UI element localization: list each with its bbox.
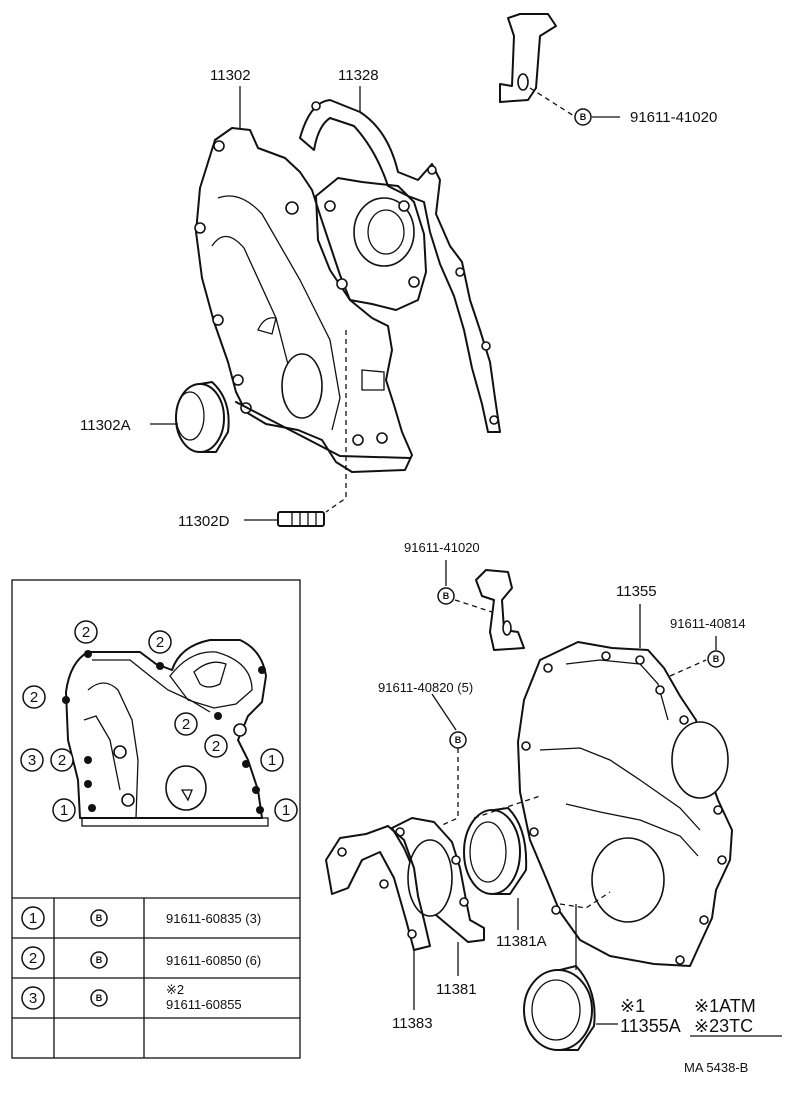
svg-text:91611-60835 (3): 91611-60835 (3) [166,911,261,926]
inset-callout-1b: 1 [52,798,76,822]
inset-frame [11,579,301,1059]
bracket-mid[interactable] [475,569,525,651]
svg-text:1: 1 [60,802,68,819]
oil-seal-11355A[interactable] [523,965,596,1051]
inset-callout-1a: 1 [260,748,284,772]
gasket-11383[interactable] [325,825,431,951]
label-11355A: 11355A [620,1016,681,1036]
label-11302: 11302 [210,67,251,84]
label-note-atm: ※1ATM [694,996,756,1016]
label-11355: 11355 [616,583,657,600]
inset-callout-2c: 2 [22,685,46,709]
svg-text:B: B [455,735,462,745]
inset-callout-2d: 2 [174,712,198,736]
pump-housing [315,177,427,311]
svg-text:2: 2 [29,950,37,967]
inset-callout-3: 3 [20,748,44,772]
label-11302A: 11302A [80,417,131,434]
label-ref-code: MA 5438-B [684,1060,748,1075]
svg-text:2: 2 [58,752,66,769]
svg-text:3: 3 [28,752,36,769]
svg-text:2: 2 [30,689,38,706]
svg-text:B: B [580,112,587,122]
bolt-table-row-3: 3 B ※2 91611-60855 [21,982,242,1012]
label-bolt-mid: 91611-41020 [404,540,480,555]
svg-text:1: 1 [29,910,37,927]
svg-text:※2: ※2 [166,982,184,997]
label-bolt-40814: 91611-40814 [670,616,746,631]
label-11383: 11383 [392,1015,433,1032]
inset-cover-outline [62,639,269,827]
svg-text:B: B [96,993,103,1003]
oil-seal-11381A[interactable] [463,807,528,895]
bolt-table-row-2: 2 B 91611-60850 (6) [21,946,261,970]
label-11381: 11381 [436,981,477,998]
svg-text:2: 2 [156,634,164,651]
bolt-table-row-1: 1 B 91611-60835 (3) [21,906,261,930]
bracket-top[interactable] [499,13,557,103]
svg-text:B: B [96,955,103,965]
bolt-marker-mid: B [437,587,455,605]
svg-text:2: 2 [82,624,90,641]
gasket-11328[interactable] [299,99,501,433]
svg-text:2: 2 [212,738,220,755]
end-plate-11355[interactable] [517,641,733,967]
stud-11302D[interactable] [277,511,325,527]
inset-callout-2f: 2 [50,748,74,772]
svg-text:3: 3 [29,990,37,1007]
svg-text:B: B [713,654,720,664]
oil-seal-11302A[interactable] [175,381,230,453]
label-note-2tc: ※23TC [694,1016,753,1036]
svg-text:1: 1 [282,802,290,819]
svg-text:91611-60855: 91611-60855 [166,997,242,1012]
svg-text:2: 2 [182,716,190,733]
label-11381A: 11381A [496,933,547,950]
svg-text:B: B [96,913,103,923]
inset-callout-2a: 2 [74,620,98,644]
svg-text:91611-60850 (6): 91611-60850 (6) [166,953,261,968]
bolt-marker-top: B [574,108,592,126]
timing-cover-11302[interactable] [194,127,413,473]
inset-callout-2e: 2 [204,734,228,758]
label-note-mark1: ※1 [620,996,645,1016]
inset-callout-2b: 2 [148,630,172,654]
label-11302D: 11302D [178,513,230,530]
svg-text:B: B [443,591,450,601]
bolt-marker-40814: B [707,650,725,668]
inset-callout-1c: 1 [274,798,298,822]
label-11328: 11328 [338,67,379,84]
label-bolt-top: 91611-41020 [630,109,717,126]
bolt-marker-40820: B [449,731,467,749]
label-bolt-40820: 91611-40820 (5) [378,680,473,695]
svg-text:1: 1 [268,752,276,769]
